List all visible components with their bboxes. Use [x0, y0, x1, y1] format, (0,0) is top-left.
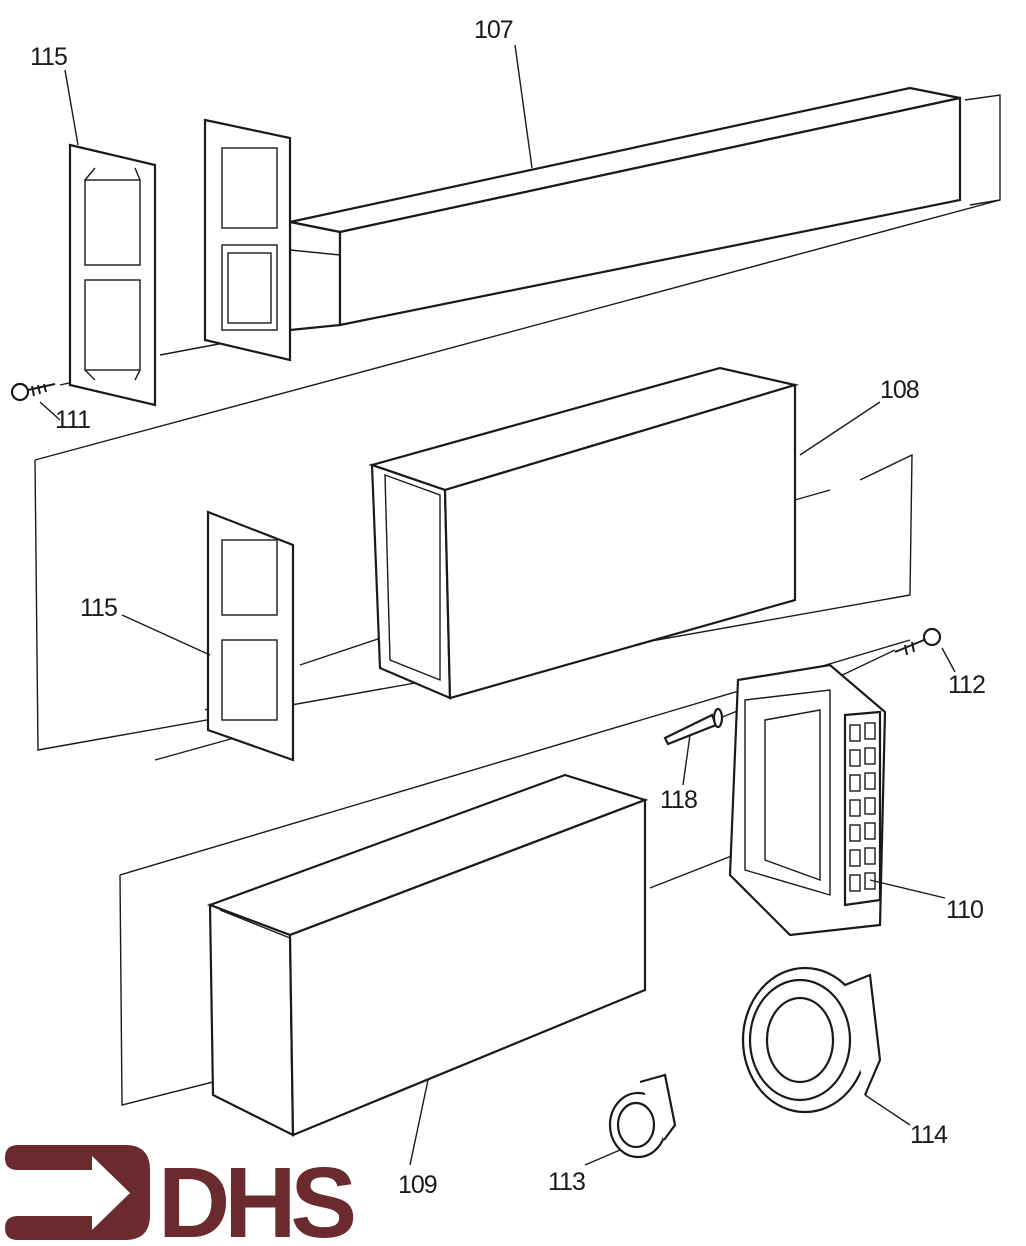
mounting-plate-115-top	[68, 143, 157, 407]
duct-108	[368, 366, 800, 700]
label-115-top: 115	[30, 43, 67, 71]
label-108: 108	[880, 376, 919, 404]
mounting-plate-115-mid	[206, 510, 295, 762]
label-112: 112	[948, 671, 985, 699]
wall-plug-118	[663, 707, 724, 746]
screw-111	[10, 382, 56, 402]
logo-arrow-icon	[5, 1145, 150, 1240]
label-114: 114	[910, 1121, 948, 1149]
label-115-mid: 115	[80, 594, 117, 622]
logo-text: DHS	[158, 1147, 353, 1246]
label-107: 107	[474, 16, 513, 44]
vent-grille-110	[728, 663, 887, 937]
duct-107	[288, 86, 962, 332]
dhs-logo: DHS	[5, 1145, 359, 1246]
label-109: 109	[398, 1171, 437, 1199]
tape-roll-114	[741, 966, 882, 1114]
leader-lines	[39, 44, 956, 1166]
tape-roll-113	[608, 1073, 677, 1159]
mounting-plate-107-end	[203, 118, 292, 362]
label-118: 118	[660, 786, 697, 814]
duct-109	[206, 773, 649, 1137]
label-111: 111	[55, 406, 90, 434]
label-110: 110	[946, 896, 983, 924]
screw-112	[894, 627, 942, 656]
label-113: 113	[548, 1168, 585, 1196]
